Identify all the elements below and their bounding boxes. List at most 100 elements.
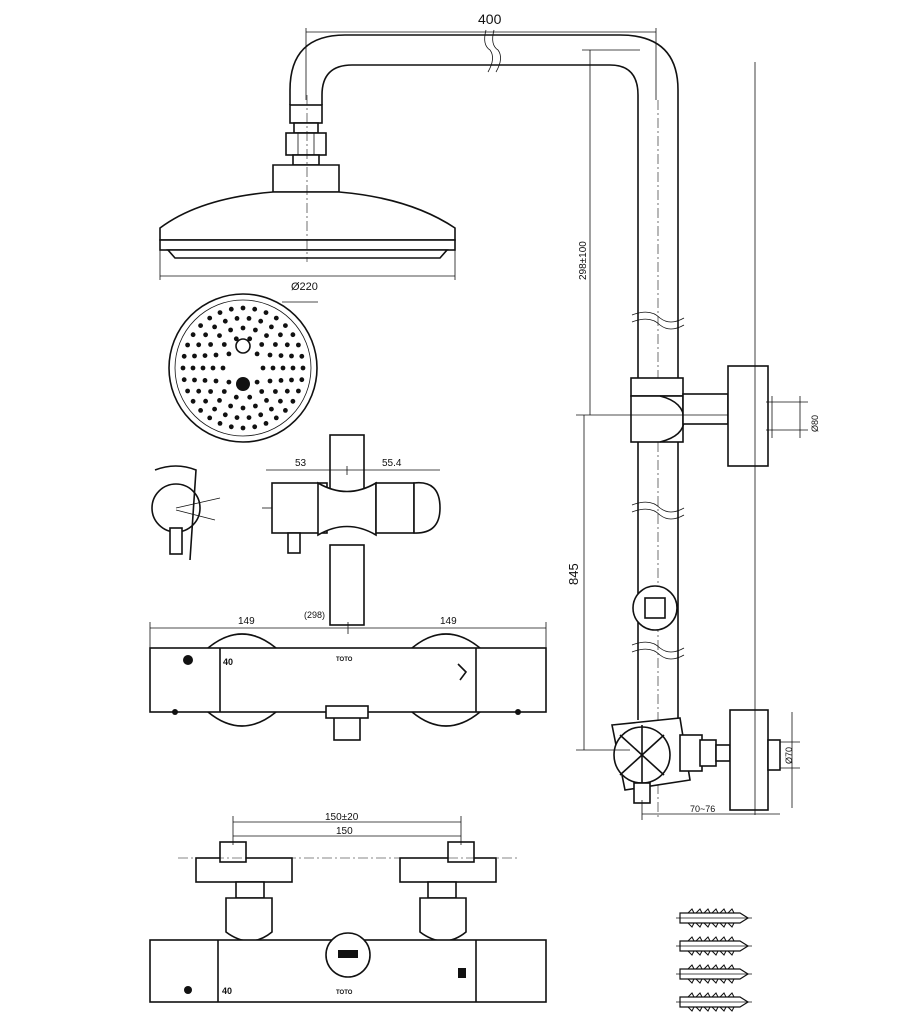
nozzle-dot — [258, 318, 264, 324]
nozzle-dot — [290, 365, 296, 371]
nozzle-dot — [247, 394, 253, 400]
brand-mark-bottom: TOTO — [336, 990, 353, 996]
nozzle-dot — [226, 379, 232, 385]
dim-top-width: 400 — [478, 11, 502, 27]
bottom-front-view — [149, 841, 547, 1003]
nozzle-dot — [267, 378, 273, 384]
nozzle-dot — [217, 333, 222, 338]
nozzle-dot — [185, 388, 191, 394]
nozzle-dot — [190, 332, 196, 338]
nozzle-dot — [247, 336, 253, 342]
nozzle-dot — [283, 323, 288, 328]
wall-anchors — [676, 908, 752, 1012]
nozzle-dot — [289, 377, 294, 383]
nozzle-dot — [269, 406, 274, 412]
nozzle-dot — [196, 388, 202, 394]
dim-valve-right: 55.4 — [382, 458, 402, 469]
nozzle-dot — [284, 342, 290, 348]
nozzle-dot — [217, 398, 222, 403]
nozzle-dot — [220, 365, 226, 371]
nozzle-dot — [252, 424, 258, 430]
temp-scale-front: 40 — [223, 657, 233, 667]
nozzle-dot — [278, 353, 284, 358]
nozzle-dot — [228, 327, 234, 333]
nozzle-dot — [246, 316, 252, 321]
nozzle-dot — [273, 389, 278, 394]
nozzle-dot — [259, 389, 265, 394]
nozzle-dot — [196, 342, 202, 348]
nozzle-dot — [233, 336, 239, 342]
nozzle-dot — [203, 332, 209, 338]
nozzle-dot — [207, 415, 213, 421]
nozzle-dot — [252, 306, 258, 312]
nozzle-dot — [234, 316, 240, 321]
dim-body-right: 149 — [440, 616, 457, 627]
nozzle-dot — [212, 406, 218, 412]
nozzle-dot — [240, 325, 246, 331]
dim-side-diameter-70: Ø70 — [784, 747, 794, 764]
nozzle-dot — [181, 353, 187, 359]
nozzle-dot — [180, 365, 186, 371]
nozzle-dot — [208, 342, 214, 347]
nozzle-face — [168, 293, 318, 443]
nozzle-dot — [259, 342, 265, 347]
thermostat-front — [149, 633, 547, 741]
nozzle-dot — [278, 332, 283, 338]
nozzle-dot — [181, 377, 187, 383]
nozzle-dot — [246, 415, 252, 420]
nozzle-dot — [212, 324, 218, 330]
nozzle-dot — [202, 378, 208, 383]
dim-inlet-adjust: 150±20 — [325, 812, 359, 823]
nozzle-dot — [299, 377, 305, 383]
nozzle-dot — [254, 379, 260, 385]
valve-detail — [151, 434, 441, 626]
nozzle-dot — [203, 398, 209, 404]
wall-anchor — [676, 964, 752, 984]
nozzle-dot — [222, 318, 228, 324]
nozzle-dot — [198, 323, 204, 328]
nozzle-dot — [253, 403, 258, 409]
dim-height: 845 — [566, 563, 581, 585]
nozzle-dot — [267, 352, 273, 358]
nozzle-dot — [226, 351, 232, 357]
dim-body-total: (298) — [304, 610, 325, 620]
nozzle-dot — [300, 365, 306, 371]
shower-riser — [289, 29, 808, 820]
nozzle-dot — [258, 412, 264, 418]
dim-body-left: 149 — [238, 616, 255, 627]
nozzle-dot — [190, 365, 196, 371]
nozzle-dot — [296, 388, 301, 394]
nozzle-dot — [264, 398, 269, 403]
nozzle-dot — [192, 353, 197, 359]
nozzle-dot — [270, 365, 276, 371]
nozzle-dot — [263, 421, 269, 426]
nozzle-dot — [296, 342, 301, 348]
dim-inlet-center: 150 — [336, 826, 353, 837]
nozzle-dot — [213, 352, 219, 358]
nozzle-dot — [260, 365, 266, 371]
nozzle-dot — [222, 412, 228, 418]
nozzle-dot — [228, 403, 234, 409]
nozzle-dot — [273, 315, 279, 321]
dimension-lines — [149, 28, 780, 859]
nozzle-dot — [208, 389, 214, 394]
nozzle-dot — [290, 332, 296, 338]
dim-offset: 70~76 — [690, 804, 715, 814]
temp-scale-bottom: 40 — [222, 986, 232, 996]
nozzle-dot — [290, 398, 296, 404]
nozzle-dot — [185, 342, 191, 348]
wall-anchor — [676, 992, 752, 1012]
wall-anchor — [676, 908, 752, 928]
nozzle-dot — [228, 306, 234, 312]
nozzle-dot — [269, 324, 274, 330]
nozzle-dot — [202, 353, 208, 358]
nozzle-dot — [240, 405, 246, 411]
nozzle-dot — [280, 365, 286, 371]
nozzle-dot — [221, 342, 227, 347]
brand-mark-front: TOTO — [336, 657, 353, 663]
nozzle-dot — [299, 353, 305, 359]
nozzle-dot — [228, 424, 234, 430]
nozzle-dot — [221, 389, 227, 394]
